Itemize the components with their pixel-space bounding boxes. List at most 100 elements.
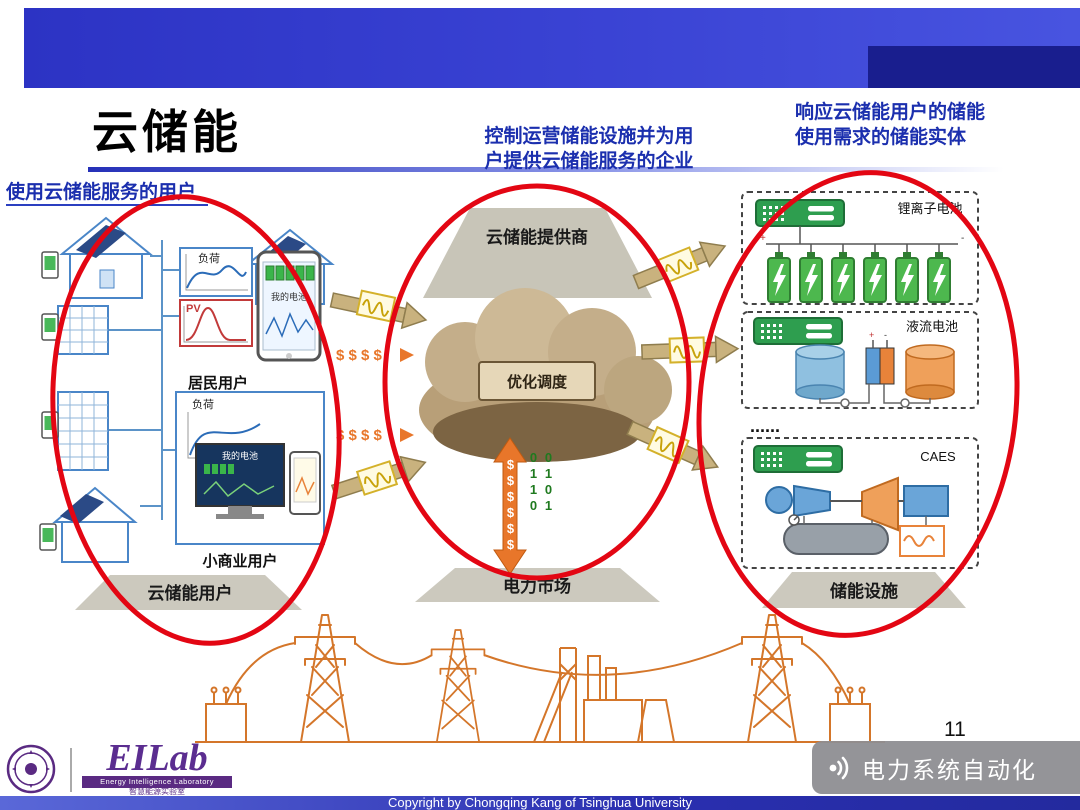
apartment-building [57,391,109,471]
residential-users-label: 居民用户 [188,374,248,392]
provider-banner [423,208,652,298]
storage-facilities: 锂离子电池 + - 液流电池 [741,191,979,569]
flow-battery-unit: 液流电池 + - [741,311,979,409]
air-tank-icon [783,523,889,555]
broadcast-icon [829,756,849,779]
signal-wave-icon [355,289,397,323]
page-number: 11 [944,718,966,741]
my-battery-label: 我的电池 [271,291,307,302]
slide-title: 云储能 [92,106,242,158]
transmission-tower [294,614,356,743]
battery-cell [799,243,823,303]
dispatch-label: 优化调度 [507,373,568,391]
lab-name-en: Energy Intelligence Laboratory [82,776,232,788]
dispatch-box [478,361,596,401]
power-plant [533,647,676,743]
smart-meter-gadget [41,251,59,279]
transmission-tower [430,629,486,743]
smart-meter-gadget [39,523,57,551]
pv-chart-box: PV [179,299,253,347]
pv-label: PV [186,303,201,315]
power-lines [225,642,851,705]
market-banner-label: 电力市场 [503,576,571,596]
dollar-row: $ $ $ $ [336,427,383,444]
annotation-storage-line1: 响应云储能用户的储能 [795,102,986,123]
caes-unit: CAES [741,437,979,569]
dollar-row: $ $ $ $ [336,347,383,364]
watermark-text: 电力系统自动化 [862,756,1037,783]
market-banner [415,568,660,602]
wechat-watermark: 电力系统自动化 [812,741,1080,794]
turbine-icon [861,476,899,532]
ac-output-icon [899,525,945,557]
transformer-right [829,686,871,743]
payment-flow: $ $ $ $ $ $ $ $ [336,347,414,444]
dollar-column: $$$$$$ [503,457,518,553]
battery-cell [831,243,855,303]
battery-cell [767,243,791,303]
plus-terminal: + [869,330,874,340]
electrolyte-tank-right [905,344,955,400]
users-group-ellipse [50,194,342,646]
power-grid [195,642,885,743]
commercial-users-label: 小商业用户 [202,552,277,570]
cloud-provider: 优化调度 [419,288,672,462]
load-label: 负荷 [198,251,220,265]
commercial-cluster: 负荷 我的电池 [175,391,325,545]
users-banner-label: 云储能用户 [148,583,233,603]
smart-meter-gadget [41,313,59,341]
facilities-banner-label: 储能设施 [830,581,898,601]
group-highlight-ellipses [50,170,1020,646]
title-underline [88,167,1004,172]
minus-terminal: - [961,233,964,244]
header-band-accent [868,46,1080,88]
annotation-users: 使用云储能服务的用户 [6,182,197,203]
transformer-left [205,686,247,743]
battery-cell [863,243,887,303]
users-cluster: 负荷 PV [39,216,335,570]
load-chart-box: 负荷 [179,247,253,297]
pump-icon [840,398,850,408]
motor-icon [765,486,793,514]
signal-wave-icon [356,460,398,496]
eilab-logo: EILab [106,737,208,779]
annotation-provider-line2: 户提供云储能服务的企业 [484,151,694,173]
tsinghua-seal-logo [6,744,56,794]
annotation-users-underline [6,204,208,206]
commercial-smartphone [289,451,321,515]
users-banner [75,575,302,610]
footer-divider [70,748,72,792]
annotation-provider: 控制运营储能设施并为用 户提供云储能服务的企业 [458,124,720,174]
compressor-icon [793,484,831,518]
battery-controller [753,317,843,345]
home-network-lines [108,240,180,520]
load-label: 负荷 [192,397,214,411]
membrane-stack: + - [865,330,895,385]
minus-terminal: - [884,330,887,340]
caes-label: CAES [920,449,956,464]
generator-icon [903,485,949,517]
transmission-tower [741,614,803,743]
battery-controller [753,445,843,473]
electrolyte-tank-left [795,344,845,400]
annotation-storage-line2: 使用需求的储能实体 [795,127,967,149]
smartphone-my-battery: 我的电池 [256,250,322,362]
more-facilities-ellipsis: ...... [750,416,780,436]
annotation-provider-line1: 控制运营储能设施并为用 [484,126,694,147]
lab-name-cn: 智慧能源实验室 [129,787,185,796]
li-ion-battery-unit: 锂离子电池 + - [741,191,979,305]
banner-shapes [75,208,966,610]
binary-data-column: 0101 0110 [526,450,556,514]
battery-cell [895,243,919,303]
copyright-bar: Copyright by Chongqing Kang of Tsinghua … [0,796,1080,810]
storage-group-ellipse [696,170,1020,638]
my-battery-label: 我的电池 [222,450,258,461]
provider-banner-label: 云储能提供商 [486,227,588,247]
plus-terminal: + [760,233,766,244]
provider-group-ellipse [382,183,692,581]
flow-battery-label: 液流电池 [906,319,958,334]
annotation-storage: 响应云储能用户的储能 使用需求的储能实体 [795,100,1023,150]
pump-icon [900,398,910,408]
